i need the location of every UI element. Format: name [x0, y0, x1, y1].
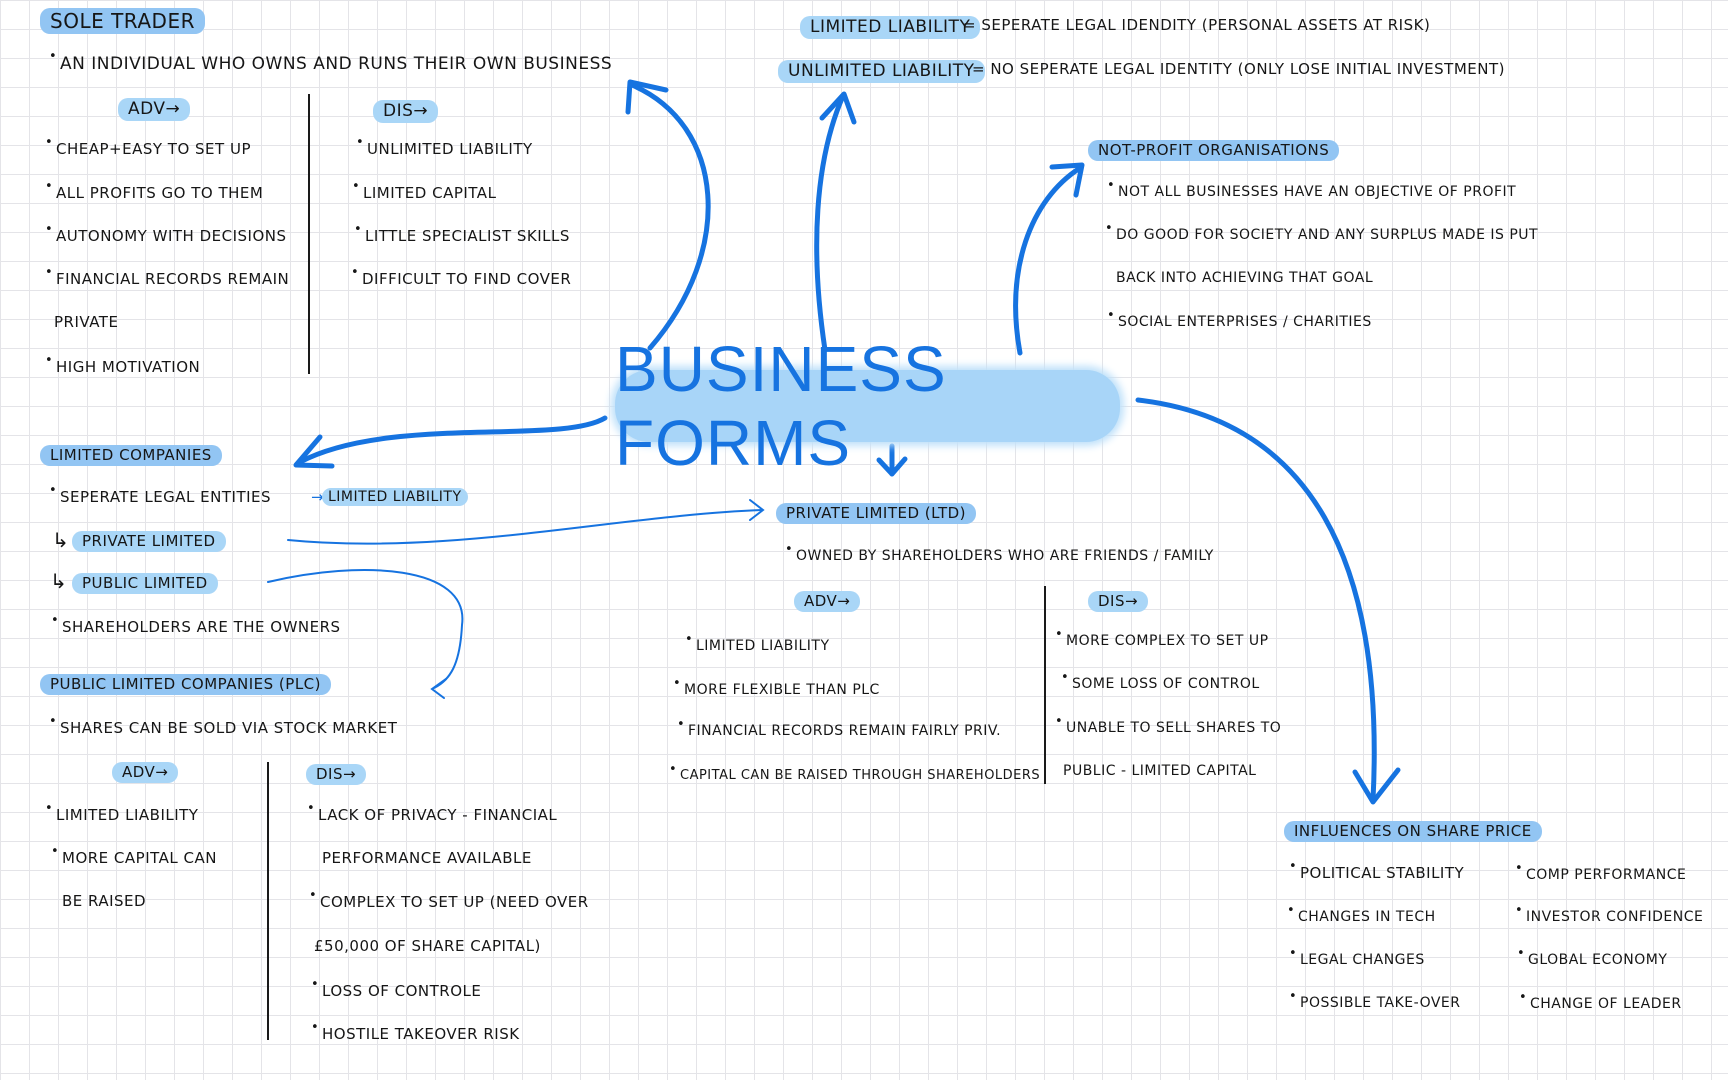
- private-limited-label: PRIVATE LIMITED: [72, 531, 226, 552]
- limited-companies-heading: LIMITED COMPANIES: [40, 445, 222, 466]
- arrow-to-limited-companies: [297, 415, 608, 465]
- not-profit-line: DO GOOD FOR SOCIETY AND ANY SURPLUS MADE…: [1105, 222, 1538, 242]
- plc-dis-item-continued: £50,000 OF SHARE CAPITAL): [314, 937, 541, 955]
- plc-adv-item-continued: BE RAISED: [62, 892, 147, 910]
- not-profit-line: SOCIAL ENTERPRISES / CHARITIES: [1107, 309, 1372, 329]
- share-price-factor: GLOBAL ECONOMY: [1517, 947, 1667, 967]
- sole-trader-dis-item: UNLIMITED LIABILITY: [356, 136, 533, 157]
- not-profit-line: BACK INTO ACHIEVING THAT GOAL: [1116, 270, 1374, 286]
- branch-symbol: ↳: [50, 569, 68, 593]
- arrowhead-sole-trader: [625, 79, 669, 115]
- sole-trader-adv-item: ALL PROFITS GO TO THEM: [45, 180, 263, 201]
- ltd-adv-item: CAPITAL CAN BE RAISED THROUGH SHAREHOLDE…: [669, 763, 1040, 782]
- share-price-factor: CHANGE OF LEADER: [1519, 991, 1682, 1011]
- ltd-dis-item-continued: PUBLIC - LIMITED CAPITAL: [1063, 763, 1257, 779]
- arrow-to-liability: [814, 93, 846, 353]
- plc-adv-item: MORE CAPITAL CAN: [51, 845, 217, 866]
- unlimited-liability-definition: = NO SEPERATE LEGAL IDENTITY (ONLY LOSE …: [972, 60, 1506, 78]
- central-topic: BUSINESS FORMS: [615, 333, 1120, 479]
- share-price-factor: COMP PERFORMANCE: [1515, 862, 1686, 882]
- share-price-factor: CHANGES IN TECH: [1287, 904, 1436, 924]
- ltd-dis-item: UNABLE TO SELL SHARES TO: [1055, 715, 1281, 735]
- limited-liability-tag: LIMITED LIABILITY: [322, 488, 468, 506]
- arrow-to-not-profit: [1013, 165, 1083, 356]
- sole-trader-adv-item: CHEAP+EASY TO SET UP: [45, 136, 251, 157]
- public-limited-label: PUBLIC LIMITED: [72, 573, 218, 594]
- entities-arrow: →: [311, 488, 325, 506]
- plc-dis-label: DIS→: [306, 764, 367, 785]
- plc-heading: PUBLIC LIMITED COMPANIES (PLC): [40, 674, 332, 695]
- arrowhead-limited-companies: [293, 434, 335, 469]
- share-price-factor: POSSIBLE TAKE-OVER: [1289, 990, 1461, 1010]
- ltd-dis-label: DIS→: [1088, 591, 1149, 612]
- limited-liability-term: LIMITED LIABILITY: [800, 16, 981, 39]
- arrow-to-sole-trader: [629, 82, 711, 351]
- sole-trader-adv-item: AUTONOMY WITH DECISIONS: [45, 223, 287, 244]
- sole-trader-adv-item-continued: PRIVATE: [54, 313, 119, 331]
- sole-trader-dis-item: LIMITED CAPITAL: [352, 180, 496, 201]
- ltd-dis-item: MORE COMPLEX TO SET UP: [1055, 628, 1269, 648]
- ltd-dis-item: SOME LOSS OF CONTROL: [1061, 671, 1260, 691]
- sole-trader-dis-item: LITTLE SPECIALIST SKILLS: [354, 223, 570, 244]
- branch-symbol: ↳: [52, 528, 70, 552]
- plc-divider: [267, 762, 269, 1040]
- plc-shares: SHARES CAN BE SOLD VIA STOCK MARKET: [49, 715, 397, 736]
- arrowhead-liability: [819, 91, 857, 125]
- plc-dis-item: LOSS OF CONTROLE: [311, 978, 481, 999]
- arrowhead-not-profit: [1049, 162, 1085, 198]
- plc-dis-item: LACK OF PRIVACY - FINANCIAL: [307, 802, 557, 823]
- share-price-factor: POLITICAL STABILITY: [1289, 860, 1464, 881]
- sole-trader-adv-label: ADV→: [118, 98, 191, 121]
- sole-trader-definition: AN INDIVIDUAL WHO OWNS AND RUNS THEIR OW…: [49, 50, 612, 73]
- plc-adv-label: ADV→: [112, 762, 179, 783]
- sole-trader-heading: SOLE TRADER: [40, 8, 205, 34]
- plc-adv-item: LIMITED LIABILITY: [45, 802, 198, 823]
- share-price-heading: INFLUENCES ON SHARE PRICE: [1284, 821, 1542, 842]
- sole-trader-divider: [308, 94, 310, 374]
- sole-trader-dis-item: DIFFICULT TO FIND COVER: [351, 266, 571, 287]
- not-profit-line: NOT ALL BUSINESSES HAVE AN OBJECTIVE OF …: [1107, 179, 1516, 199]
- sole-trader-adv-item: HIGH MOTIVATION: [45, 354, 200, 375]
- arrowhead-private-to-ltd: [749, 499, 765, 521]
- share-price-factor: LEGAL CHANGES: [1289, 947, 1425, 967]
- ltd-adv-item: MORE FLEXIBLE THAN PLC: [673, 677, 880, 697]
- arrowhead-public-to-plc: [430, 678, 447, 699]
- plc-dis-item: COMPLEX TO SET UP (NEED OVER: [309, 889, 589, 910]
- plc-dis-item-continued: PERFORMANCE AVAILABLE: [322, 849, 532, 867]
- unlimited-liability-term: UNLIMITED LIABILITY: [778, 60, 985, 83]
- arrow-to-share-price: [1135, 397, 1377, 803]
- limited-companies-entities: SEPERATE LEGAL ENTITIES: [49, 484, 271, 505]
- plc-dis-item: HOSTILE TAKEOVER RISK: [311, 1021, 520, 1042]
- ltd-adv-item: FINANCIAL RECORDS REMAIN FAIRLY PRIV.: [677, 718, 1001, 738]
- limited-liability-definition: = SEPERATE LEGAL IDENDITY (PERSONAL ASSE…: [963, 16, 1431, 34]
- ltd-owned: OWNED BY SHAREHOLDERS WHO ARE FRIENDS / …: [785, 543, 1214, 563]
- sole-trader-adv-item: FINANCIAL RECORDS REMAIN: [45, 266, 289, 287]
- shareholders-owners: SHAREHOLDERS ARE THE OWNERS: [51, 614, 341, 635]
- line-private-to-ltd: [287, 509, 763, 545]
- ltd-adv-label: ADV→: [794, 591, 861, 612]
- share-price-factor: INVESTOR CONFIDENCE: [1515, 904, 1703, 924]
- ltd-adv-item: LIMITED LIABILITY: [685, 633, 830, 653]
- sole-trader-dis-label: DIS→: [373, 100, 439, 123]
- not-profit-heading: NOT-PROFIT ORGANISATIONS: [1088, 140, 1340, 161]
- arrowhead-share-price: [1352, 767, 1401, 805]
- ltd-heading: PRIVATE LIMITED (LTD): [776, 503, 977, 524]
- ltd-divider: [1044, 586, 1046, 784]
